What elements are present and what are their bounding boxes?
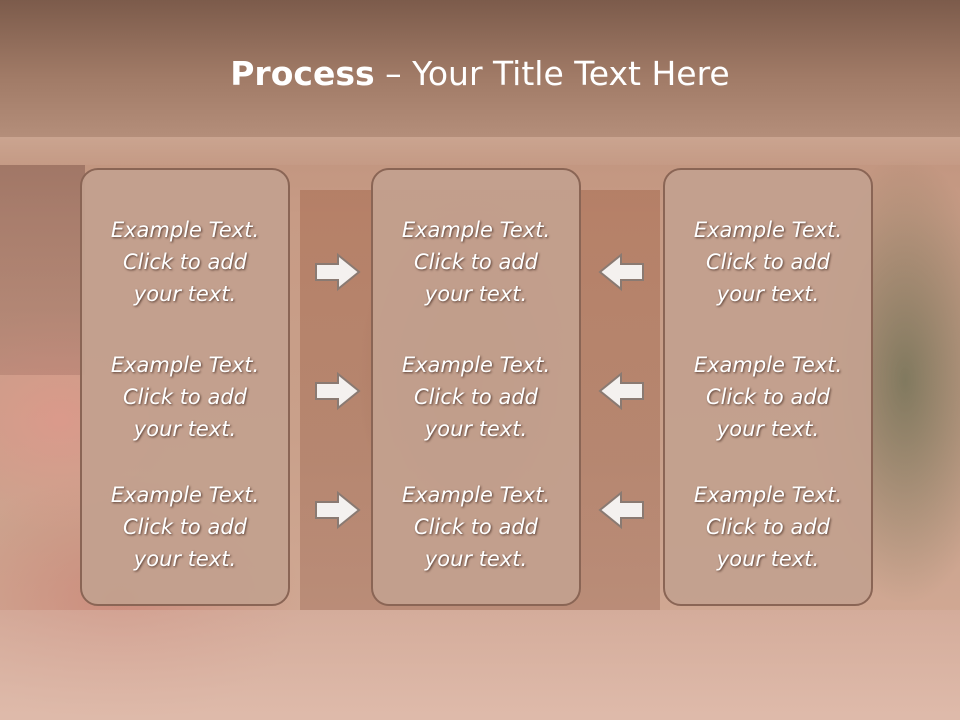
text-line: Example Text.: [401, 353, 551, 377]
text-line: Example Text.: [110, 483, 260, 507]
text-line: your text.: [133, 282, 237, 306]
text-line: Click to add: [413, 250, 538, 274]
text-line: Example Text.: [401, 218, 551, 242]
text-line: your text.: [716, 282, 820, 306]
slide-title[interactable]: Process – Your Title Text Here: [0, 52, 960, 96]
text-line: Example Text.: [693, 218, 843, 242]
background-floor: [0, 610, 960, 720]
text-line: your text.: [716, 417, 820, 441]
text-line: Click to add: [705, 385, 830, 409]
text-line: your text.: [424, 547, 528, 571]
text-line: your text.: [133, 547, 237, 571]
text-line: Example Text.: [110, 353, 260, 377]
left-arrow-icon: [597, 371, 645, 411]
text-placeholder[interactable]: Example Text. Click to add your text.: [665, 214, 871, 310]
text-line: your text.: [424, 417, 528, 441]
process-box-center[interactable]: Example Text. Click to add your text. Ex…: [371, 168, 581, 606]
text-line: your text.: [133, 417, 237, 441]
text-line: Example Text.: [693, 483, 843, 507]
left-arrow-icon: [597, 252, 645, 292]
title-band: [0, 0, 960, 137]
text-line: your text.: [424, 282, 528, 306]
text-placeholder[interactable]: Example Text. Click to add your text.: [373, 214, 579, 310]
text-line: Click to add: [413, 385, 538, 409]
text-placeholder[interactable]: Example Text. Click to add your text.: [82, 349, 288, 445]
text-placeholder[interactable]: Example Text. Click to add your text.: [82, 214, 288, 310]
text-line: Click to add: [705, 250, 830, 274]
right-arrow-icon: [314, 371, 362, 411]
title-band-fade: [0, 137, 960, 165]
right-arrow-icon: [314, 490, 362, 530]
text-line: Example Text.: [401, 483, 551, 507]
text-line: Click to add: [122, 515, 247, 539]
text-line: Example Text.: [110, 218, 260, 242]
text-line: Example Text.: [693, 353, 843, 377]
text-placeholder[interactable]: Example Text. Click to add your text.: [373, 479, 579, 575]
right-arrow-icon: [314, 252, 362, 292]
text-line: Click to add: [122, 385, 247, 409]
text-line: your text.: [716, 547, 820, 571]
text-placeholder[interactable]: Example Text. Click to add your text.: [665, 349, 871, 445]
process-box-right[interactable]: Example Text. Click to add your text. Ex…: [663, 168, 873, 606]
text-line: Click to add: [413, 515, 538, 539]
text-line: Click to add: [122, 250, 247, 274]
text-line: Click to add: [705, 515, 830, 539]
text-placeholder[interactable]: Example Text. Click to add your text.: [373, 349, 579, 445]
title-rest: – Your Title Text Here: [374, 54, 730, 93]
background-window: [0, 165, 85, 375]
left-arrow-icon: [597, 490, 645, 530]
text-placeholder[interactable]: Example Text. Click to add your text.: [665, 479, 871, 575]
text-placeholder[interactable]: Example Text. Click to add your text.: [82, 479, 288, 575]
process-box-left[interactable]: Example Text. Click to add your text. Ex…: [80, 168, 290, 606]
title-bold: Process: [230, 54, 375, 93]
